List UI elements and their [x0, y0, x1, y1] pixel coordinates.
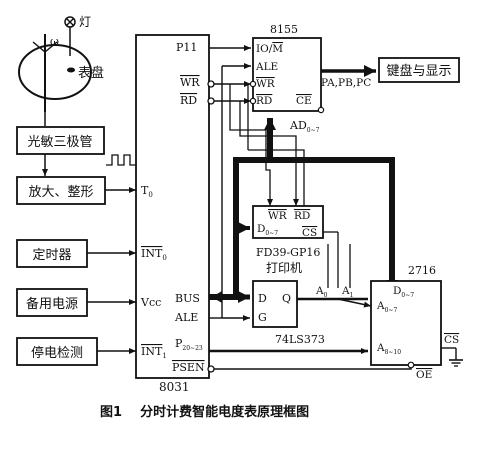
- psen-line: [214, 368, 412, 370]
- backup-power-label: 备用电源: [26, 296, 78, 312]
- dial-label: 表盘: [78, 65, 104, 81]
- figure-caption: 图1 分时计费智能电度表原理框图: [100, 404, 309, 420]
- chip-8155-name: 8155: [270, 23, 298, 36]
- latch-pin-g: G: [258, 311, 267, 324]
- chip-8155-block: [252, 37, 322, 112]
- lamp-label: 灯: [79, 15, 91, 29]
- pin-int0: INT0: [141, 247, 167, 262]
- photo-transistor-label: 光敏三极管: [27, 135, 92, 150]
- eprom-name: 2716: [408, 264, 436, 277]
- pin-bus: BUS: [175, 292, 200, 305]
- pin-p11: P11: [176, 41, 197, 54]
- pin-8155-rd: RD: [256, 95, 272, 107]
- pin-ale: ALE: [174, 311, 198, 324]
- latch-pin-d: D: [258, 292, 267, 305]
- amplify-shape-label: 放大、整形: [28, 185, 93, 200]
- a0-label: A0: [315, 285, 328, 299]
- a1-label: A1: [341, 285, 353, 299]
- eprom-pin-a07: A0~7: [376, 300, 397, 314]
- pin-8155-io-m: IO/M: [256, 43, 283, 55]
- pin-8155-ale: ALE: [255, 61, 278, 73]
- pin-wr: WR: [180, 76, 200, 89]
- pin-8155-ce: CE: [296, 95, 312, 107]
- backup-power-block: [16, 288, 88, 317]
- printer-label: 打印机: [266, 261, 302, 275]
- pin-int1: INT1: [141, 345, 167, 360]
- printer-block: [252, 205, 324, 239]
- printer-pin-wr: WR: [268, 210, 288, 222]
- power-fail-detect-block: [16, 337, 98, 366]
- omega-label: ω: [50, 35, 59, 48]
- meter-dial: [18, 44, 92, 100]
- eprom-pin-oe: OE: [416, 369, 432, 381]
- ad-bus-label: AD0~7: [289, 119, 320, 134]
- printer-pin-d: D0~7: [257, 223, 278, 237]
- printer-pin-rd: RD: [294, 210, 310, 222]
- energy-meter: ω 表盘 灯: [18, 15, 104, 126]
- pin-p2: P20~23: [175, 337, 203, 352]
- eprom-2716-block: [370, 280, 442, 366]
- timer-block: [16, 239, 88, 268]
- eprom-pin-cs: CS: [444, 334, 459, 346]
- pin-psen: PSEN: [172, 361, 205, 374]
- eprom-pin-d: D0~7: [393, 285, 414, 299]
- printer-pin-cs: CS: [302, 227, 317, 239]
- pin-8155-wr: WR: [256, 78, 276, 90]
- pin-rd: RD: [180, 94, 197, 107]
- power-fail-detect-label: 停电检测: [31, 345, 83, 361]
- latch-name: 74LS373: [275, 333, 325, 346]
- data-bus: [209, 157, 395, 300]
- eprom-pin-a810: A8~10: [376, 342, 401, 356]
- latch-pin-q: Q: [282, 292, 291, 305]
- photo-transistor-block: [16, 126, 105, 155]
- printer-model: FD39-GP16: [256, 246, 320, 259]
- ports-label: PA,PB,PC: [321, 77, 371, 89]
- pin-t0: T0: [141, 184, 153, 199]
- lamp-icon: [64, 16, 76, 56]
- dial-mark: [67, 67, 75, 73]
- keyboard-display-label: 键盘与显示: [386, 63, 451, 79]
- timer-label: 定时器: [32, 248, 71, 263]
- pulse-waveform-icon: [106, 154, 136, 166]
- latch-74ls373-block: [252, 280, 298, 328]
- mcu-8031-block: [135, 34, 210, 379]
- keyboard-display-block: [378, 57, 460, 83]
- pin-vcc: Vcc: [140, 296, 161, 309]
- mcu-8031-name: 8031: [159, 380, 190, 394]
